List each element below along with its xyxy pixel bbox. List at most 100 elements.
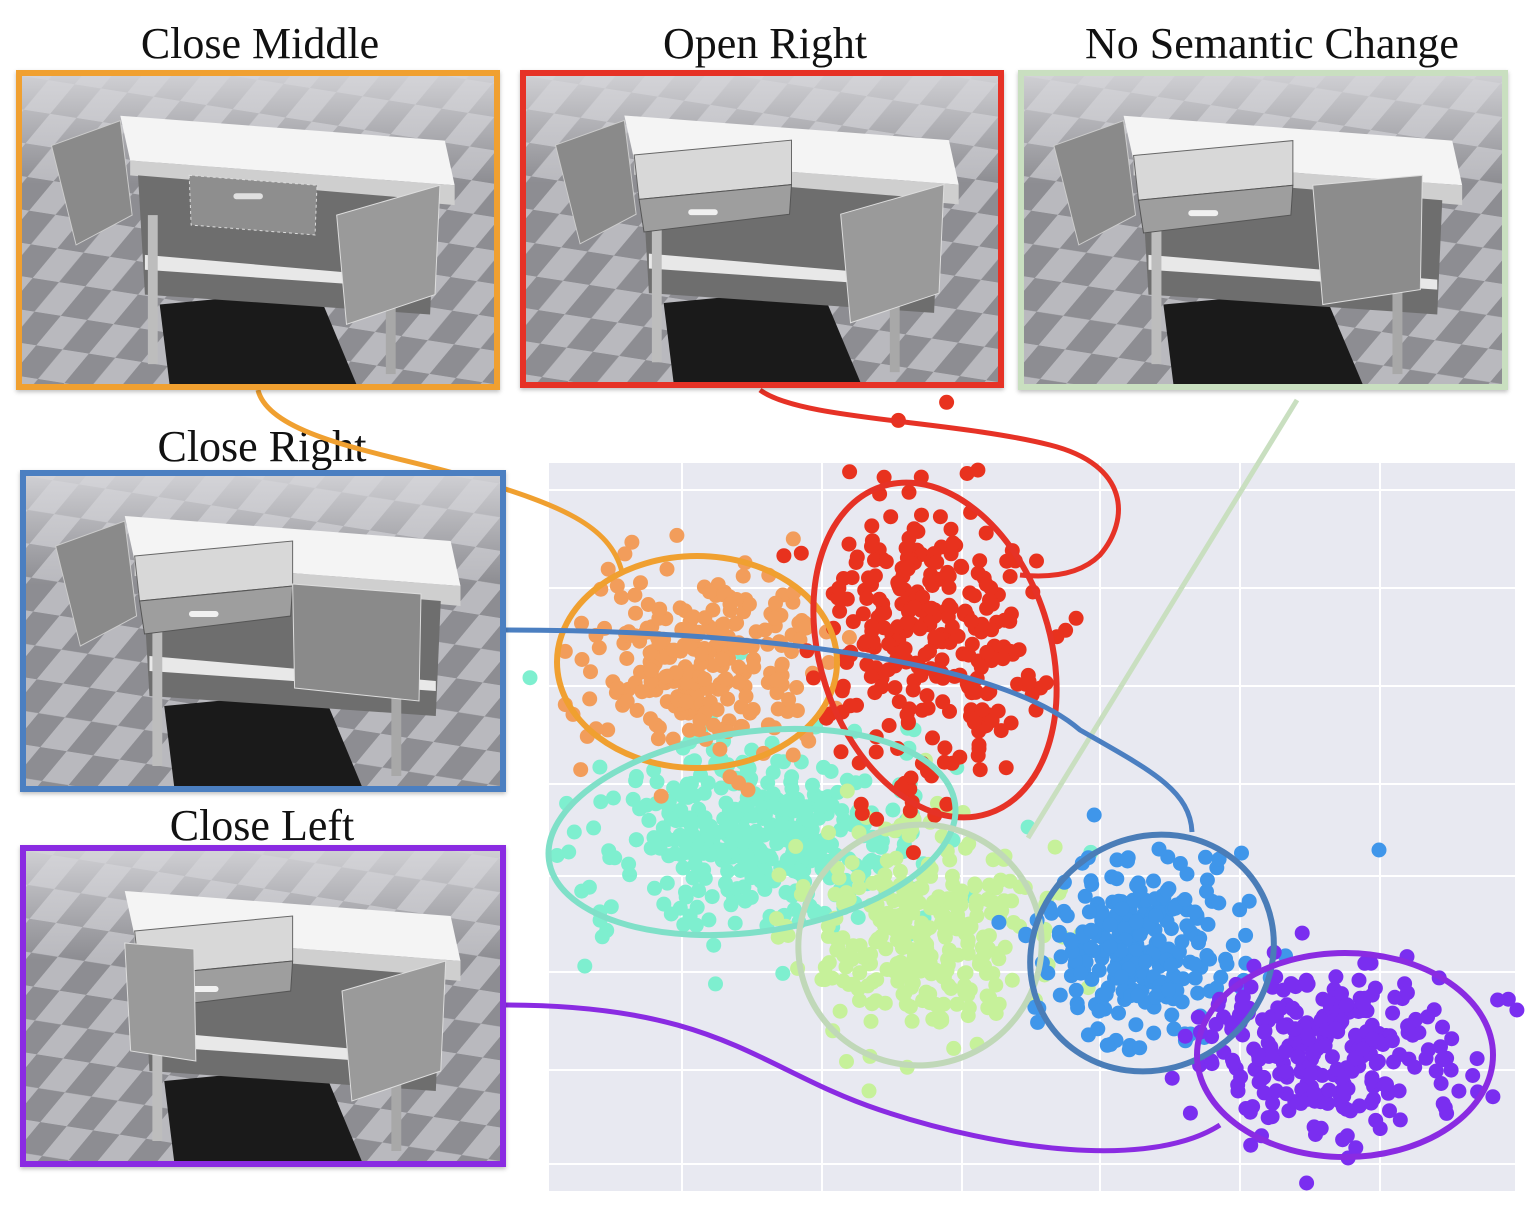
scatter-point-blue xyxy=(1159,883,1175,899)
scatter-point-purple xyxy=(1372,1121,1388,1137)
scatter-point-purple xyxy=(1348,1140,1364,1156)
scatter-point-orange xyxy=(600,722,616,738)
scatter-point-lightgreen xyxy=(946,1040,962,1056)
scatter-point-teal xyxy=(739,764,755,780)
scatter-point-purple xyxy=(1190,1009,1206,1025)
scatter-point-teal xyxy=(655,820,671,836)
ellipse-teal xyxy=(545,725,959,939)
scatter-point-blue xyxy=(1211,851,1227,867)
scatter-point-red xyxy=(934,652,950,668)
scatter-point-red xyxy=(842,464,858,480)
scatter-point-red xyxy=(978,576,994,592)
scatter-point-lightgreen xyxy=(897,913,913,929)
scatter-point-orange xyxy=(666,642,682,658)
scatter-point-blue xyxy=(1086,807,1102,823)
cabinet-render xyxy=(22,76,494,384)
scatter-point-teal xyxy=(823,764,839,779)
scatter-point-purple xyxy=(1418,1050,1434,1066)
scatter-point-purple xyxy=(1255,1012,1271,1028)
scatter-point-blue xyxy=(1225,937,1241,953)
scatter-point-purple xyxy=(1300,976,1316,992)
scatter-point-purple xyxy=(1379,1077,1394,1092)
scatter-point-blue xyxy=(1073,965,1089,981)
scatter-point-teal xyxy=(788,797,804,813)
scatter-point-lightgreen xyxy=(942,852,958,868)
scatter-point-blue xyxy=(1177,892,1193,907)
scatter-point-purple xyxy=(1317,1038,1333,1054)
scatter-point-purple xyxy=(1290,1049,1306,1065)
scatter-point-red xyxy=(1029,553,1044,569)
scatter-point-orange xyxy=(679,664,695,680)
scatter-point-lightgreen xyxy=(817,959,833,975)
scatter-point-blue xyxy=(1102,939,1118,955)
scatter-point-purple xyxy=(1257,1023,1273,1039)
scatter-point-orange xyxy=(600,561,616,577)
ellipse-lightgreen xyxy=(795,821,1045,1069)
scatter-point-lightgreen xyxy=(985,852,1001,868)
scatter-point-lightgreen xyxy=(991,996,1007,1012)
scatter-point-teal xyxy=(736,822,752,838)
scatter-point-teal xyxy=(784,769,800,785)
scatter-point-orange xyxy=(729,615,745,631)
scatter-point-teal xyxy=(605,790,621,806)
panel-close-left xyxy=(20,845,506,1167)
scatter-point-red xyxy=(941,568,957,584)
scatter-point-orange xyxy=(557,643,573,659)
scatter-point-teal xyxy=(594,929,610,945)
scatter-point-orange xyxy=(685,609,701,625)
scatter-point-blue xyxy=(1151,932,1167,948)
scatter-point-lightgreen xyxy=(958,965,974,981)
scatter-point-blue xyxy=(1199,884,1214,899)
scatter-point-purple xyxy=(1500,991,1516,1007)
scatter-point-lightgreen xyxy=(996,893,1012,909)
scatter-point-purple xyxy=(1509,1002,1525,1018)
scatter-point-teal xyxy=(667,832,683,848)
scatter-point-red xyxy=(906,521,922,537)
scatter-point-purple xyxy=(1265,1095,1281,1111)
scatter-point-blue xyxy=(1241,893,1257,909)
scatter-point-orange xyxy=(735,568,751,584)
connector-lines xyxy=(255,387,1300,1154)
scatter-point-purple xyxy=(1243,979,1259,995)
scatter-point-red xyxy=(925,730,940,746)
scatter-point-lightgreen xyxy=(824,970,840,986)
scatter-point-lightgreen xyxy=(863,1013,879,1029)
scatter-point-teal xyxy=(704,889,720,905)
scatter-point-blue xyxy=(1174,994,1190,1010)
scatter-point-purple xyxy=(1328,969,1344,985)
scatter-point-teal xyxy=(625,791,641,807)
scatter-point-teal xyxy=(737,893,753,909)
scatter-point-lightgreen xyxy=(961,1000,977,1016)
scatter-point-teal xyxy=(696,785,712,801)
ellipse-blue xyxy=(1027,831,1277,1075)
scatter-point-red xyxy=(997,612,1012,628)
scatter-point-red xyxy=(941,579,957,595)
scatter-point-orange xyxy=(785,531,801,547)
scatter-point-red xyxy=(905,682,921,698)
scatter-point-red xyxy=(914,507,929,523)
scatter-point-red xyxy=(887,680,903,696)
scatter-point-teal xyxy=(773,832,789,848)
scatter-point-lightgreen xyxy=(932,1014,947,1030)
scatter-point-lightgreen xyxy=(981,877,997,893)
scatter-point-purple xyxy=(1435,1096,1451,1112)
scatter-point-orange xyxy=(769,685,785,701)
scatter-point-lightgreen xyxy=(888,850,904,866)
scatter-point-purple xyxy=(1334,986,1349,1002)
scatter-point-teal xyxy=(765,765,781,780)
scatter-point-purple xyxy=(1164,1070,1180,1086)
connector-no-semantic-change xyxy=(1025,398,1300,840)
scatter-point-blue xyxy=(1053,949,1069,965)
scatter-point-blue xyxy=(1132,1040,1148,1056)
scatter-point-purple xyxy=(1399,985,1415,1001)
scatter-point-orange xyxy=(774,657,790,673)
scatter-point-lightgreen xyxy=(795,879,811,894)
scatter-point-lightgreen xyxy=(895,986,911,1002)
scatter-point-lightgreen xyxy=(941,942,957,958)
scatter-point-teal xyxy=(687,856,703,872)
scatter-point-lightgreen xyxy=(933,915,949,931)
scatter-point-red xyxy=(881,718,897,733)
cabinet-render xyxy=(1024,76,1502,384)
scatter-point-blue xyxy=(1200,916,1216,932)
